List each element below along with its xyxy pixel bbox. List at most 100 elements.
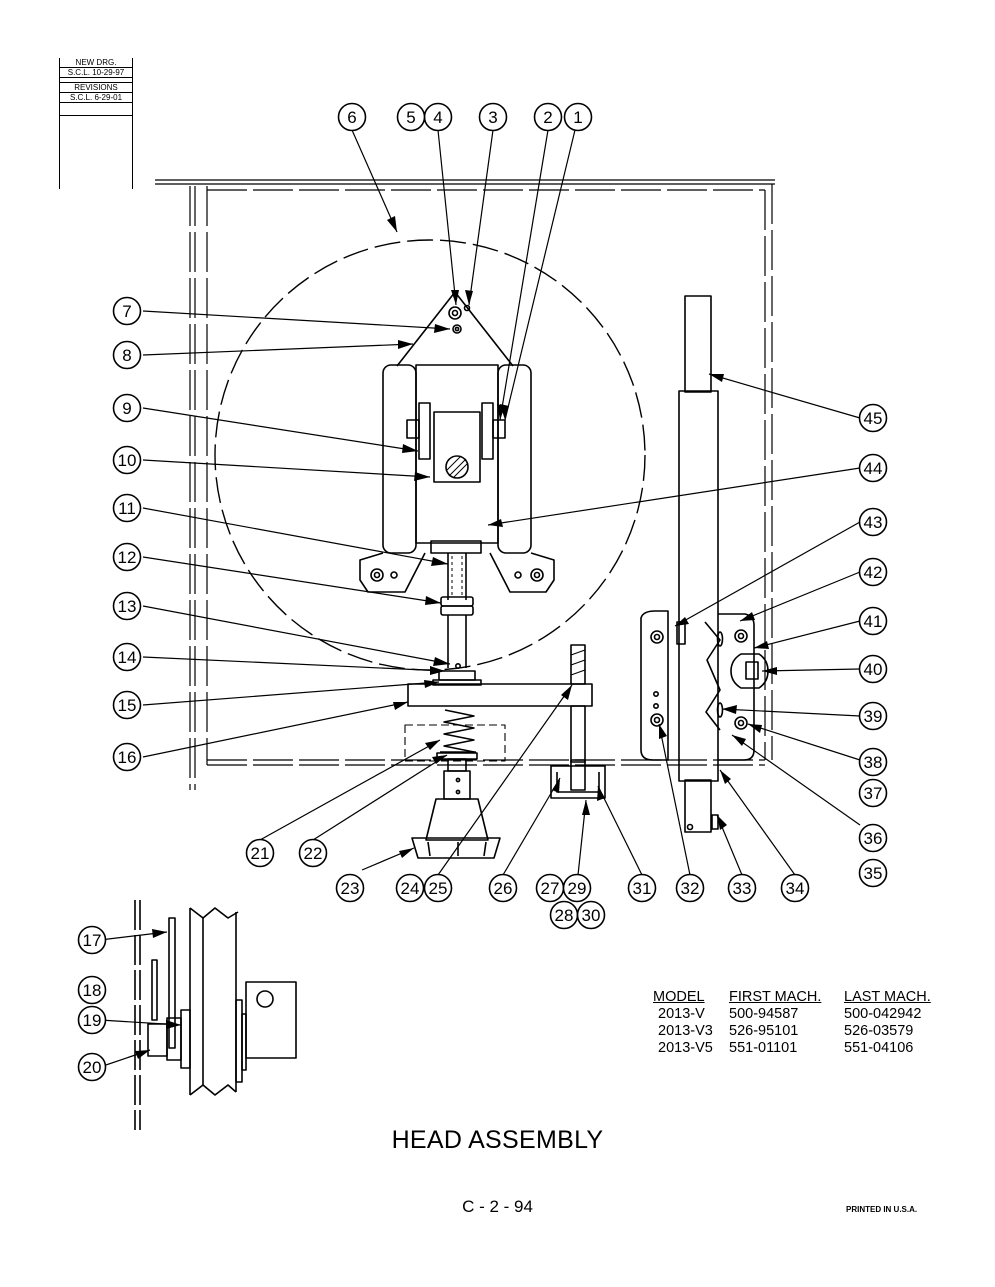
drawing-title: HEAD ASSEMBLY bbox=[391, 1126, 604, 1154]
callout-number: 26 bbox=[494, 879, 513, 898]
revision-entry: S.C.L. 6-29-01 bbox=[60, 93, 132, 103]
callout-number: 10 bbox=[118, 451, 137, 470]
callout-7: 7 bbox=[112, 296, 142, 326]
callout-number: 40 bbox=[864, 660, 883, 679]
callout-1: 1 bbox=[563, 102, 593, 132]
callout-number: 9 bbox=[122, 399, 131, 418]
callout-number: 7 bbox=[122, 302, 131, 321]
callout-number: 32 bbox=[681, 879, 700, 898]
crossbar bbox=[407, 683, 593, 707]
callout-number: 30 bbox=[582, 906, 601, 925]
callout-29: 29 bbox=[562, 873, 592, 903]
callout-10: 10 bbox=[112, 445, 142, 475]
callout-number: 18 bbox=[83, 981, 102, 1000]
callout-number: 45 bbox=[864, 409, 883, 428]
callout-number: 28 bbox=[555, 906, 574, 925]
callout-45: 45 bbox=[858, 403, 888, 433]
callout-number: 31 bbox=[633, 879, 652, 898]
callout-2: 2 bbox=[533, 102, 563, 132]
callout-number: 25 bbox=[429, 879, 448, 898]
callout-22: 22 bbox=[298, 838, 328, 868]
table-row: 2013-V5 551-01101 551-04106 bbox=[653, 1040, 954, 1057]
callout-number: 22 bbox=[304, 844, 323, 863]
callout-number: 12 bbox=[118, 548, 137, 567]
arrowheads bbox=[135, 216, 777, 1059]
callout-number: 27 bbox=[541, 879, 560, 898]
callout-number: 42 bbox=[864, 563, 883, 582]
revision-block: NEW DRG. S.C.L. 10-29-97 REVISIONS S.C.L… bbox=[59, 58, 133, 189]
callout-number: 23 bbox=[341, 879, 360, 898]
table-cell: 526-03579 bbox=[844, 1023, 914, 1039]
callout-number: 14 bbox=[118, 648, 137, 667]
callout-number: 43 bbox=[864, 513, 883, 532]
callout-number: 29 bbox=[568, 879, 587, 898]
callout-number: 3 bbox=[488, 108, 497, 127]
callout-number: 36 bbox=[864, 829, 883, 848]
revision-block-divider bbox=[60, 78, 132, 83]
callout-41: 41 bbox=[858, 606, 888, 636]
new-drawing-label: NEW DRG. bbox=[60, 58, 132, 68]
slide-assembly bbox=[640, 295, 769, 833]
callout-number: 37 bbox=[864, 784, 883, 803]
callout-5: 5 bbox=[396, 102, 426, 132]
callout-23: 23 bbox=[335, 873, 365, 903]
callout-18: 18 bbox=[77, 975, 107, 1005]
callout-number: 11 bbox=[118, 499, 136, 518]
callout-42: 42 bbox=[858, 557, 888, 587]
callout-33: 33 bbox=[727, 873, 757, 903]
callout-number: 41 bbox=[864, 612, 883, 631]
callout-11: 11 bbox=[112, 493, 142, 523]
callout-35: 35 bbox=[858, 858, 888, 888]
callout-20: 20 bbox=[77, 1052, 107, 1082]
callout-40: 40 bbox=[858, 654, 888, 684]
callout-number: 1 bbox=[573, 108, 582, 127]
callout-15: 15 bbox=[112, 690, 142, 720]
callout-14: 14 bbox=[112, 642, 142, 672]
table-cell: 551-01101 bbox=[729, 1040, 798, 1056]
callout-number: 35 bbox=[864, 864, 883, 883]
callout-number: 17 bbox=[83, 931, 102, 950]
callout-number: 44 bbox=[864, 459, 883, 478]
callout-34: 34 bbox=[780, 873, 810, 903]
callout-21: 21 bbox=[245, 838, 275, 868]
callout-number: 4 bbox=[433, 108, 442, 127]
callout-number: 6 bbox=[347, 108, 356, 127]
callout-number: 13 bbox=[118, 597, 137, 616]
suction-cup bbox=[411, 758, 501, 859]
callout-36: 36 bbox=[858, 823, 888, 853]
callout-24: 24 bbox=[395, 873, 425, 903]
column-header-first-machine: FIRST MACH. bbox=[729, 989, 822, 1005]
callout-25: 25 bbox=[423, 873, 453, 903]
callout-32: 32 bbox=[675, 873, 705, 903]
center-shaft bbox=[432, 553, 482, 686]
callout-number: 20 bbox=[83, 1058, 102, 1077]
callout-number: 33 bbox=[733, 879, 752, 898]
callout-number: 2 bbox=[543, 108, 552, 127]
callout-26: 26 bbox=[488, 873, 518, 903]
spring bbox=[436, 709, 478, 760]
page-number: C - 2 - 94 bbox=[462, 1197, 533, 1216]
callout-38: 38 bbox=[858, 747, 888, 777]
column-header-model: MODEL bbox=[653, 989, 705, 1005]
callout-9: 9 bbox=[112, 393, 142, 423]
callout-19: 19 bbox=[77, 1005, 107, 1035]
revision-block-spacer bbox=[60, 103, 132, 116]
callout-number: 5 bbox=[406, 108, 415, 127]
callout-4: 4 bbox=[423, 102, 453, 132]
callout-number: 34 bbox=[786, 879, 805, 898]
inset-detail bbox=[134, 900, 297, 1130]
model-table-header: MODEL FIRST MACH. LAST MACH. bbox=[653, 989, 954, 1006]
callout-6: 6 bbox=[337, 102, 367, 132]
head-body bbox=[359, 364, 555, 593]
table-row: 2013-V 500-94587 500-042942 bbox=[653, 1006, 954, 1023]
callout-16: 16 bbox=[112, 742, 142, 772]
table-cell: 551-04106 bbox=[844, 1040, 914, 1056]
model-table: MODEL FIRST MACH. LAST MACH. 2013-V 500-… bbox=[653, 989, 954, 1057]
table-cell: 526-95101 bbox=[729, 1023, 799, 1039]
callout-number: 19 bbox=[83, 1011, 102, 1030]
callout-number: 21 bbox=[251, 844, 270, 863]
callout-number: 38 bbox=[864, 753, 883, 772]
table-cell: 500-94587 bbox=[729, 1006, 799, 1022]
table-cell: 500-042942 bbox=[844, 1006, 922, 1022]
